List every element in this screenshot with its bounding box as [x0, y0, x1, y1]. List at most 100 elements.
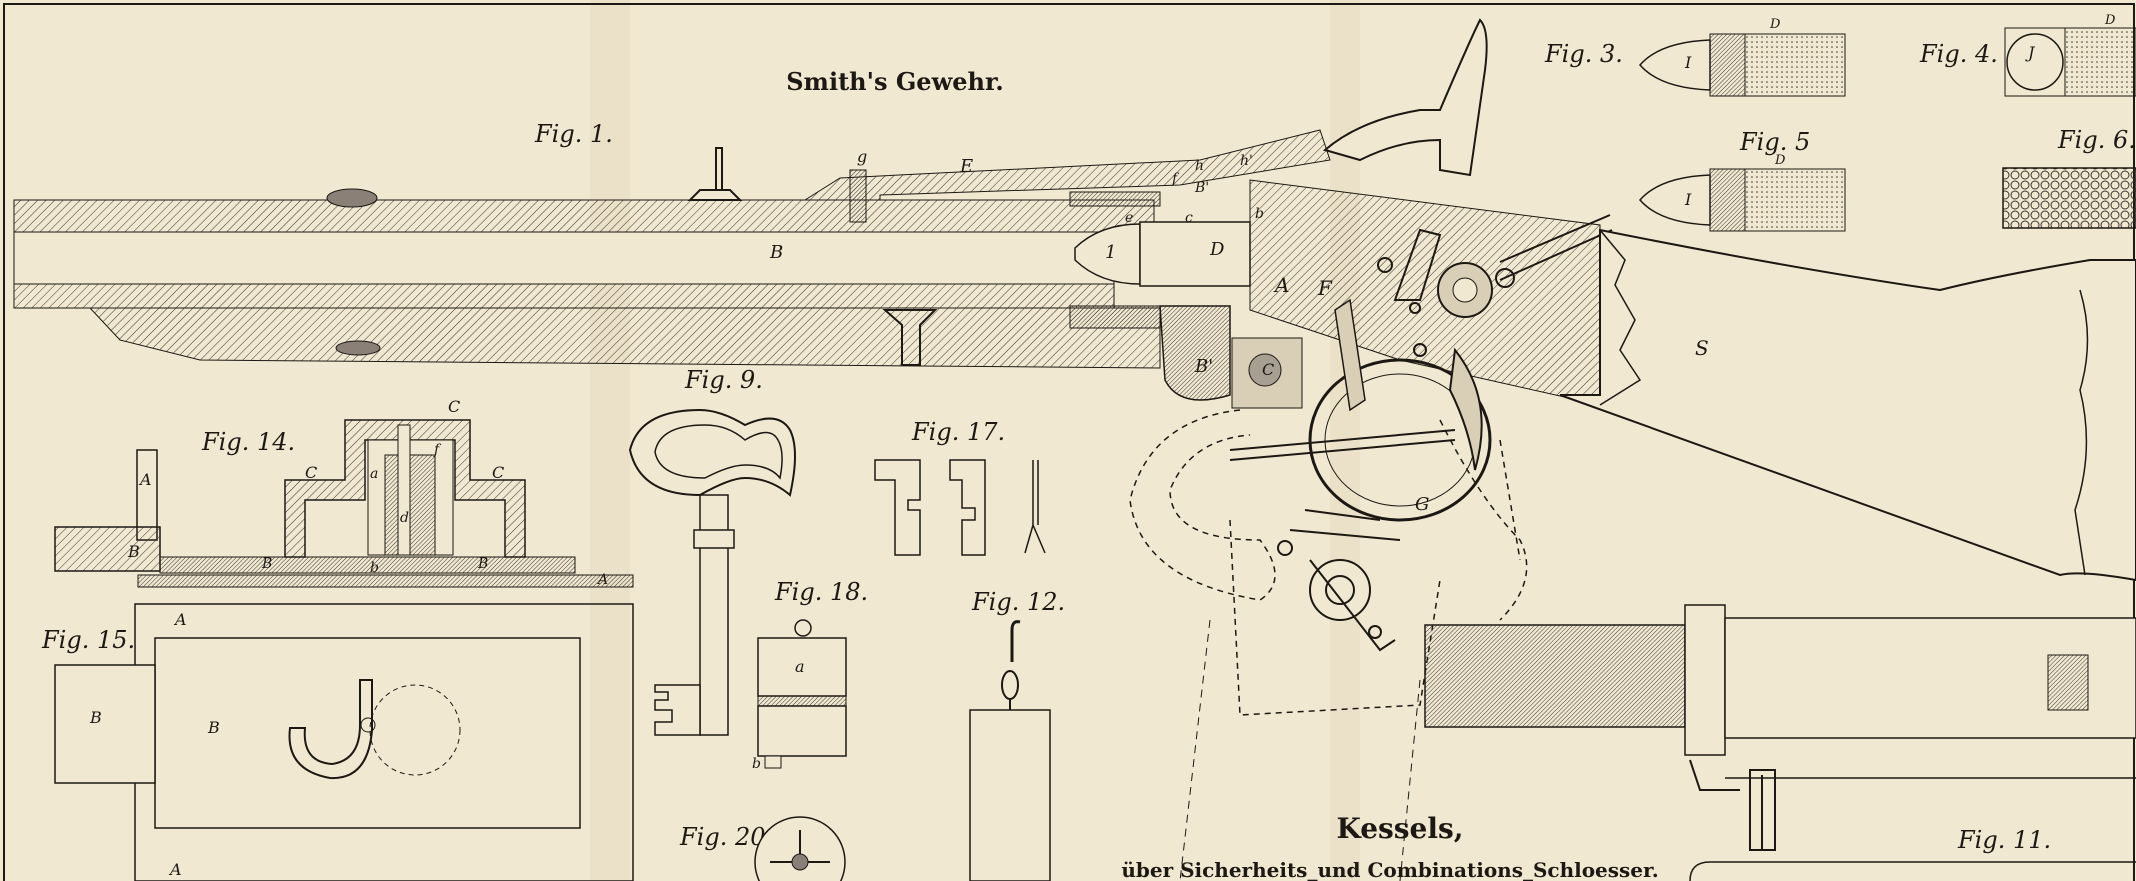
fig14-part-C-right: C — [492, 463, 504, 482]
fig18-foot — [764, 755, 782, 769]
fig11-chain — [1689, 861, 2136, 881]
barrel-top-wall — [13, 199, 1155, 233]
fig9-key: Fig. 9. — [628, 366, 796, 736]
lock-screw-1 — [1377, 257, 1393, 273]
firing-link — [1334, 298, 1366, 412]
fig17-tumbler-2 — [949, 459, 986, 556]
fig9-label: Fig. 9. — [684, 366, 763, 394]
hinge-block — [1159, 305, 1231, 401]
hammer — [1322, 18, 1488, 177]
fig18-band — [757, 695, 847, 707]
fig14-plate-A — [137, 574, 634, 588]
fig14-housing-C — [284, 419, 526, 558]
fig14-base-B — [54, 526, 161, 572]
barrel-band-top — [326, 188, 378, 208]
lower-screw-2 — [1368, 625, 1382, 639]
sear-lever — [1393, 228, 1442, 301]
barrel-detail-tube — [1424, 624, 1686, 728]
part-B2: B' — [1194, 356, 1213, 377]
fig14-part-A2: A — [596, 572, 608, 588]
fig17-label: Fig. 17. — [911, 418, 1005, 446]
fig18-ring — [794, 619, 812, 637]
fig12-eye — [1001, 670, 1019, 700]
breech-serration-top — [1069, 191, 1161, 207]
fig12-hook — [1010, 620, 1021, 662]
fig14-part-a: a — [370, 466, 378, 482]
part-A: A — [1273, 273, 1289, 297]
fig3-part-D: D — [1769, 17, 1781, 32]
barrel-detail-ring — [2047, 654, 2089, 711]
fig5-part-I: I — [1684, 190, 1692, 209]
fig14-part-A: A — [138, 470, 152, 489]
fig15-side-B — [54, 664, 156, 784]
lock-spring — [1499, 214, 1613, 281]
lower-tumbler-hub — [1325, 575, 1355, 605]
fig9-bit — [654, 684, 701, 736]
fig14-plate — [159, 556, 576, 574]
fig15-part-B: B — [89, 708, 102, 727]
fig5-label: Fig. 5 — [1739, 128, 1810, 156]
hinge-pin-c — [1248, 353, 1282, 387]
part-b: b — [1255, 206, 1264, 222]
fig5-cartridge: Fig. 5 I D — [1639, 128, 1846, 232]
fore-stock — [88, 307, 1161, 369]
fig18-padlock: Fig. 18. a b — [752, 578, 868, 772]
fig14-part-C-top: C — [448, 397, 460, 416]
lower-right-barrel: Fig. 11. — [1424, 604, 2136, 881]
main-title: Smith's Gewehr. — [786, 67, 1004, 96]
fig20-wheel: Fig. 20. — [679, 816, 846, 881]
butt-end — [2074, 289, 2089, 576]
fig18-part-b: b — [752, 756, 761, 772]
part-C: C — [1262, 360, 1274, 379]
fig15-dashed-circle — [369, 684, 461, 776]
fig17-spring — [1024, 460, 1046, 554]
fig4-cartridge: Fig. 4. J D — [1919, 13, 2136, 97]
part-B: B — [769, 242, 783, 263]
fig17-tumbler-1 — [874, 459, 921, 556]
fig14-part-d: d — [400, 510, 409, 526]
fig14-spindle — [397, 424, 411, 556]
barrel-detail-latch — [1689, 759, 1776, 851]
part-B2-top: B' — [1194, 180, 1209, 196]
fig6-cartridge: Fig. 6. — [2002, 126, 2136, 229]
fig15-pivot — [360, 717, 376, 733]
stock — [1559, 228, 2136, 582]
fold-shadow-left — [590, 0, 630, 881]
fig3-cartridge: Fig. 3. I D — [1544, 17, 1846, 97]
fig6-case — [2002, 167, 2136, 229]
part-h: h — [1195, 158, 1204, 174]
fig14-part-f: f — [433, 442, 442, 458]
fig11-label: Fig. 11. — [1957, 826, 2051, 854]
part-F: F — [1317, 276, 1333, 300]
fig18-part-a: a — [795, 657, 805, 676]
receiver-frame — [1249, 179, 1601, 406]
fig14-part-C-left: C — [305, 463, 317, 482]
barrel-bottom-wall — [13, 283, 1115, 309]
fig6-label: Fig. 6. — [2057, 126, 2136, 154]
breech-case — [1139, 221, 1251, 287]
fig3-part-I: I — [1684, 53, 1692, 72]
fig15-lock-face: Fig. 15. A B B A — [41, 603, 634, 881]
top-latch — [803, 129, 1331, 201]
fig5-part-D: D — [1774, 153, 1786, 168]
dashed-ghost-lever — [1129, 409, 1276, 601]
dashed-ghost-frame — [1229, 419, 1528, 716]
lock-tumbler-inner — [1452, 277, 1478, 303]
lock-screw-4 — [1495, 268, 1515, 288]
lock-screw-3 — [1413, 343, 1427, 357]
lock-screw-2 — [1409, 302, 1421, 314]
dashed-ghost-lines — [1179, 619, 1421, 881]
fig9-bow-inner — [654, 424, 783, 480]
lower-screw — [1277, 540, 1293, 556]
fig3-case-base — [1709, 33, 1746, 97]
fig3-case-powder — [1744, 33, 1846, 97]
part-c: c — [1185, 210, 1193, 226]
fig15-part-A2: A — [168, 860, 182, 879]
cocking-rod — [1229, 429, 1456, 461]
part-D: D — [1209, 239, 1225, 260]
fig14-part-B2: B — [261, 556, 272, 572]
part-h2: h' — [1240, 153, 1253, 169]
fig18-base — [757, 705, 847, 757]
fig5-case-base — [1709, 168, 1746, 232]
